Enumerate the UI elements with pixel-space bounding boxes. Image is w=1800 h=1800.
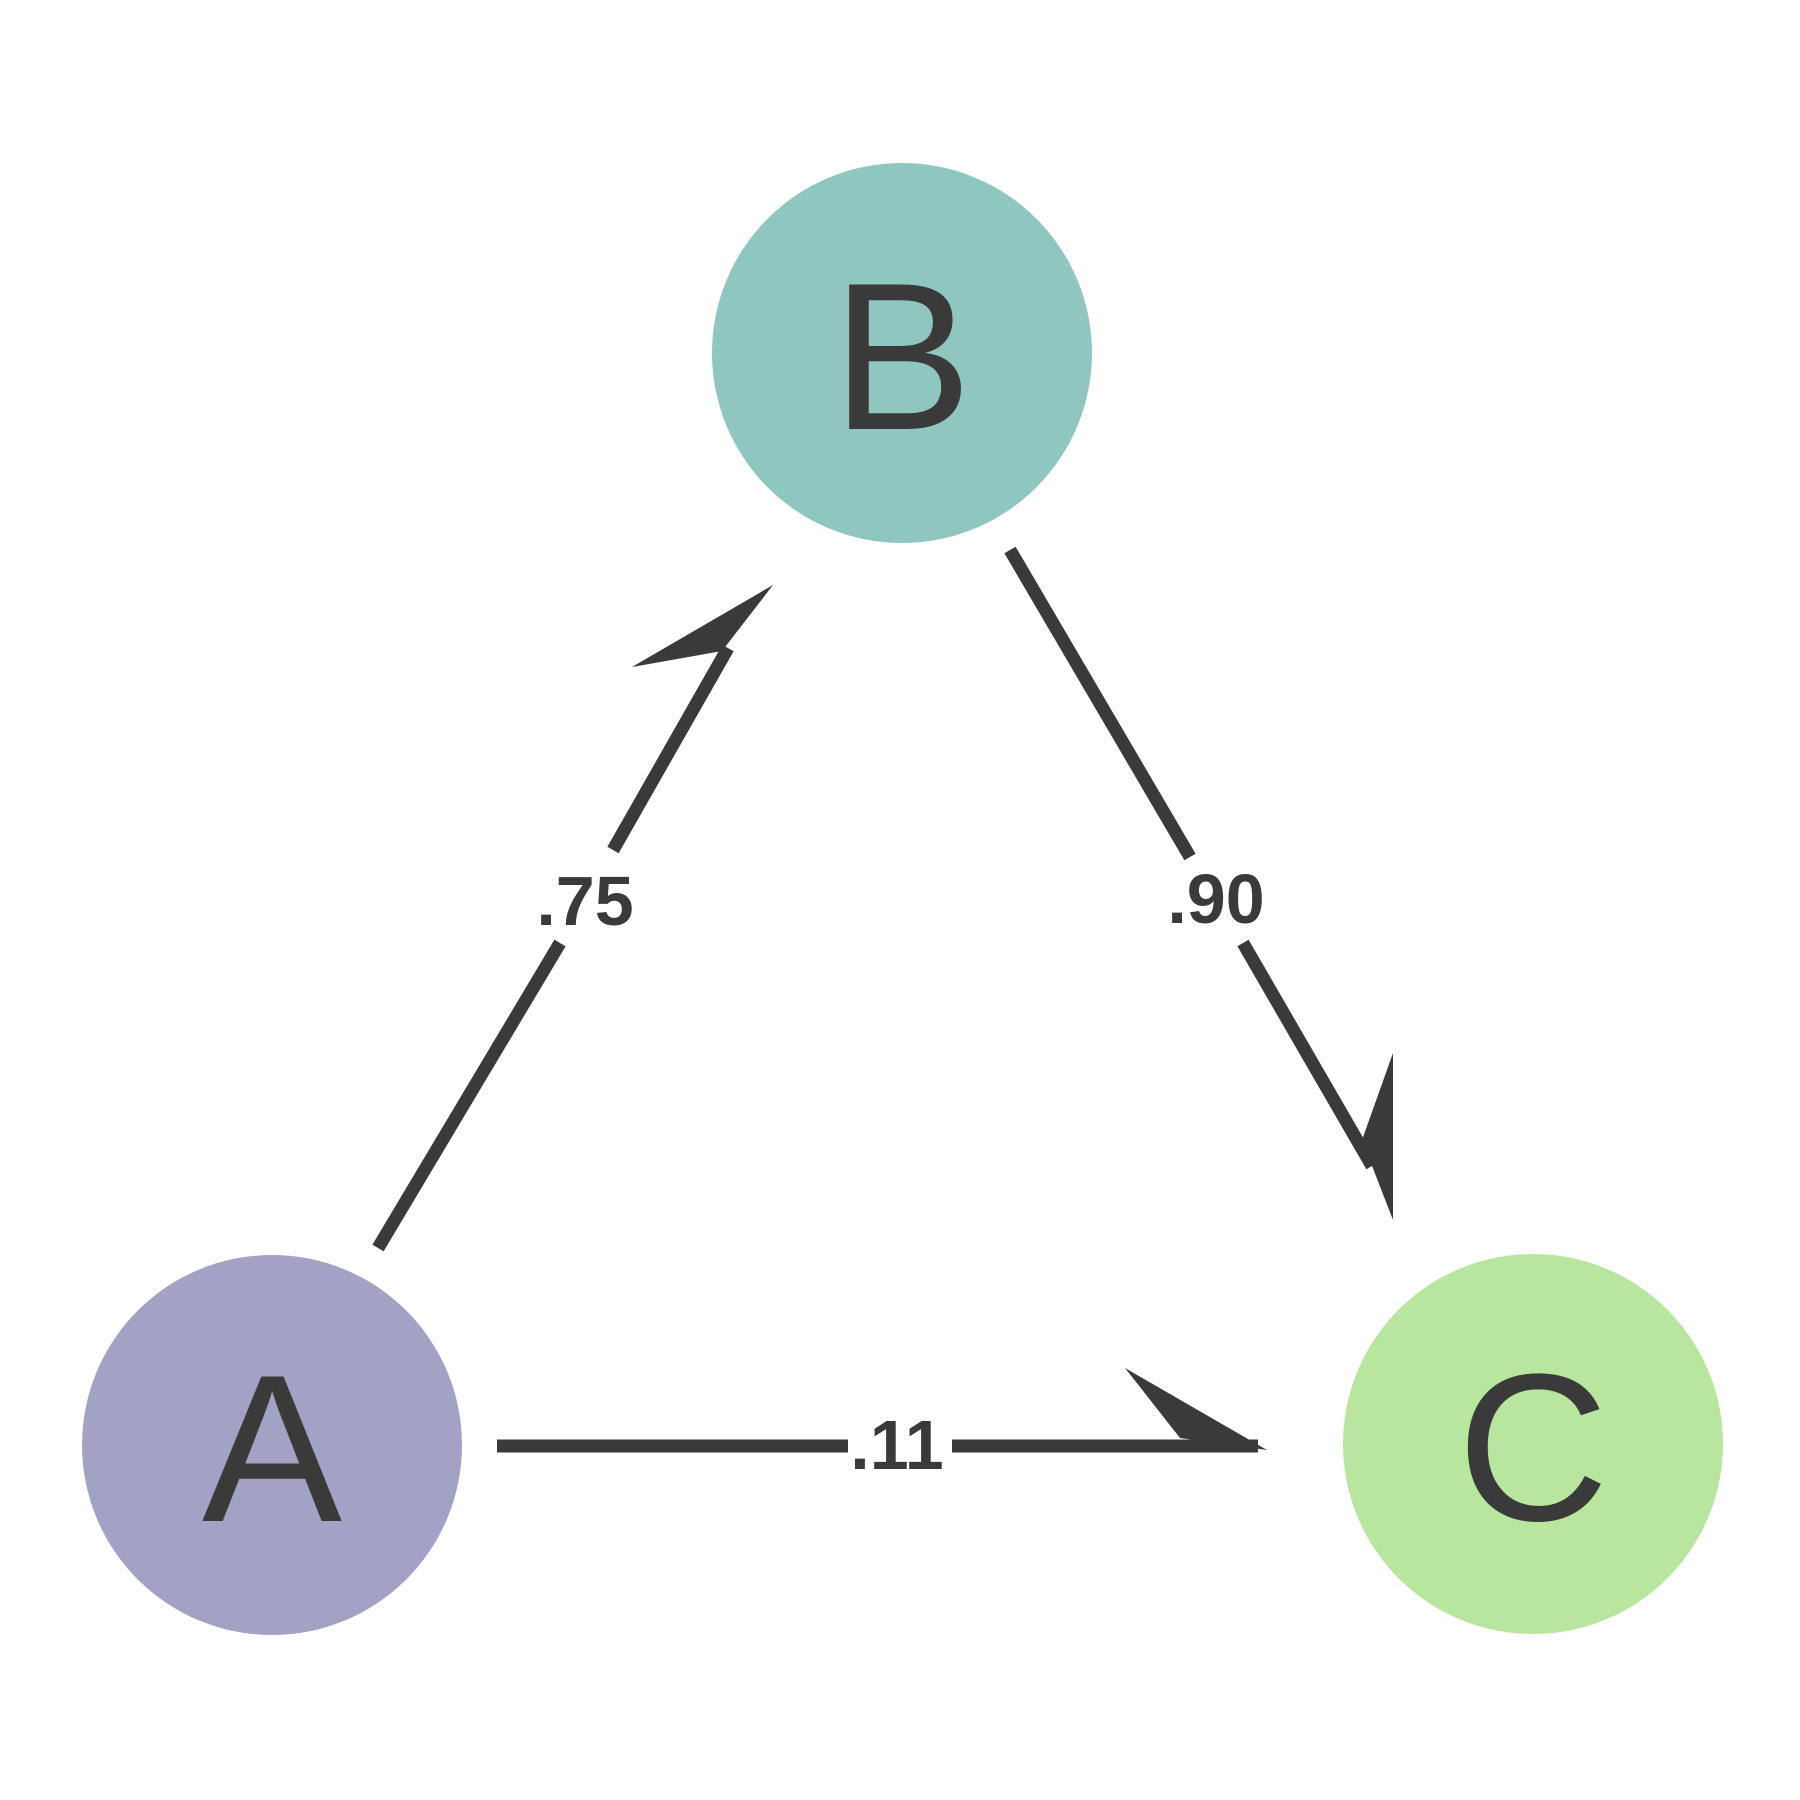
node-b-circle [712,163,1092,543]
edge-b-c-line [1004,546,1196,861]
edge-a-b-arrowhead-icon [632,585,773,667]
node-a-circle [82,1255,462,1635]
edge-a-b-line [372,939,566,1252]
node-b-label: B [832,239,972,474]
node-c-circle [1343,1254,1723,1634]
node-a-label: A [202,1331,342,1566]
edge-b-c-line [1237,939,1378,1170]
edge-b-c-arrowhead-icon [1362,1053,1393,1220]
edge-a-c-weight-label: .11 [850,1406,943,1484]
edge-a-b-weight-label: .75 [536,862,633,940]
edge-b-c-weight-label: .90 [1167,860,1264,938]
edge-a-c-arrowhead-icon [1125,1368,1267,1450]
node-c-label: C [1457,1330,1609,1565]
edge-a-b-line [607,644,734,854]
